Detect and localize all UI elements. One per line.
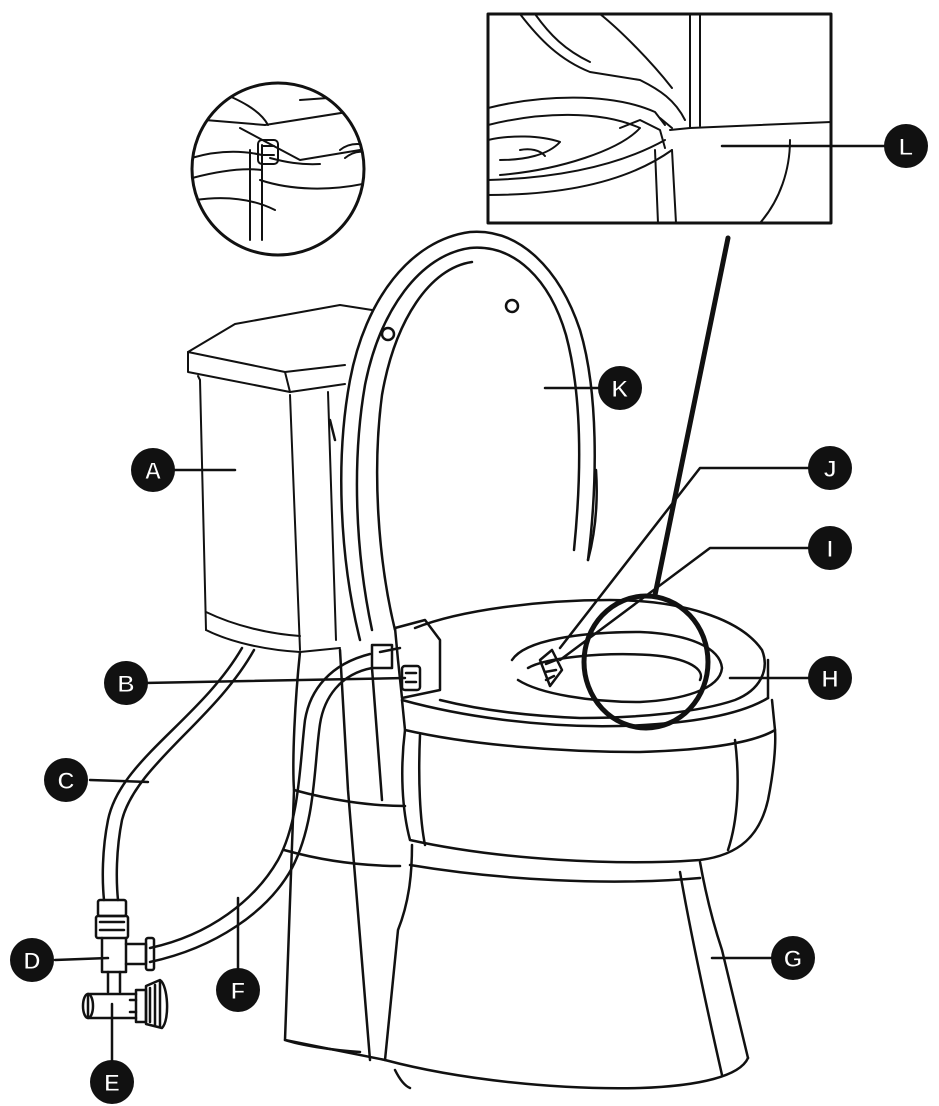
svg-text:B: B: [117, 671, 134, 698]
callout-h: H: [808, 656, 852, 700]
callout-f: F: [216, 968, 260, 1012]
callout-leaders: [53, 144, 887, 1070]
seat-detail-inset-box: [486, 12, 833, 225]
svg-text:H: H: [821, 666, 838, 693]
callout-l: L: [884, 124, 928, 168]
svg-text:K: K: [611, 376, 629, 403]
callout-badges: A B C D E F G H: [10, 124, 928, 1104]
callout-a: A: [131, 448, 175, 492]
svg-text:D: D: [23, 948, 40, 975]
callout-b: B: [104, 661, 148, 705]
toilet-pedestal: [282, 648, 407, 1062]
svg-text:G: G: [784, 946, 803, 973]
water-hoses: [81, 646, 374, 1030]
hinge-detail-inset-circle: [190, 81, 366, 257]
callout-i: I: [808, 526, 852, 570]
svg-text:J: J: [823, 456, 836, 483]
svg-text:E: E: [104, 1070, 120, 1097]
svg-text:C: C: [57, 768, 74, 795]
svg-text:I: I: [827, 536, 834, 563]
callout-c: C: [44, 758, 88, 802]
svg-text:A: A: [144, 458, 161, 485]
callout-j: J: [808, 446, 852, 490]
callout-e: E: [90, 1060, 134, 1104]
callout-d: D: [10, 938, 54, 982]
callout-k: K: [598, 366, 642, 410]
svg-text:L: L: [899, 134, 914, 161]
callout-g: G: [771, 936, 815, 980]
bidet-seat: [370, 598, 777, 1090]
toilet-lid: [328, 230, 598, 642]
toilet-tank: [187, 304, 373, 653]
svg-text:F: F: [231, 978, 246, 1005]
